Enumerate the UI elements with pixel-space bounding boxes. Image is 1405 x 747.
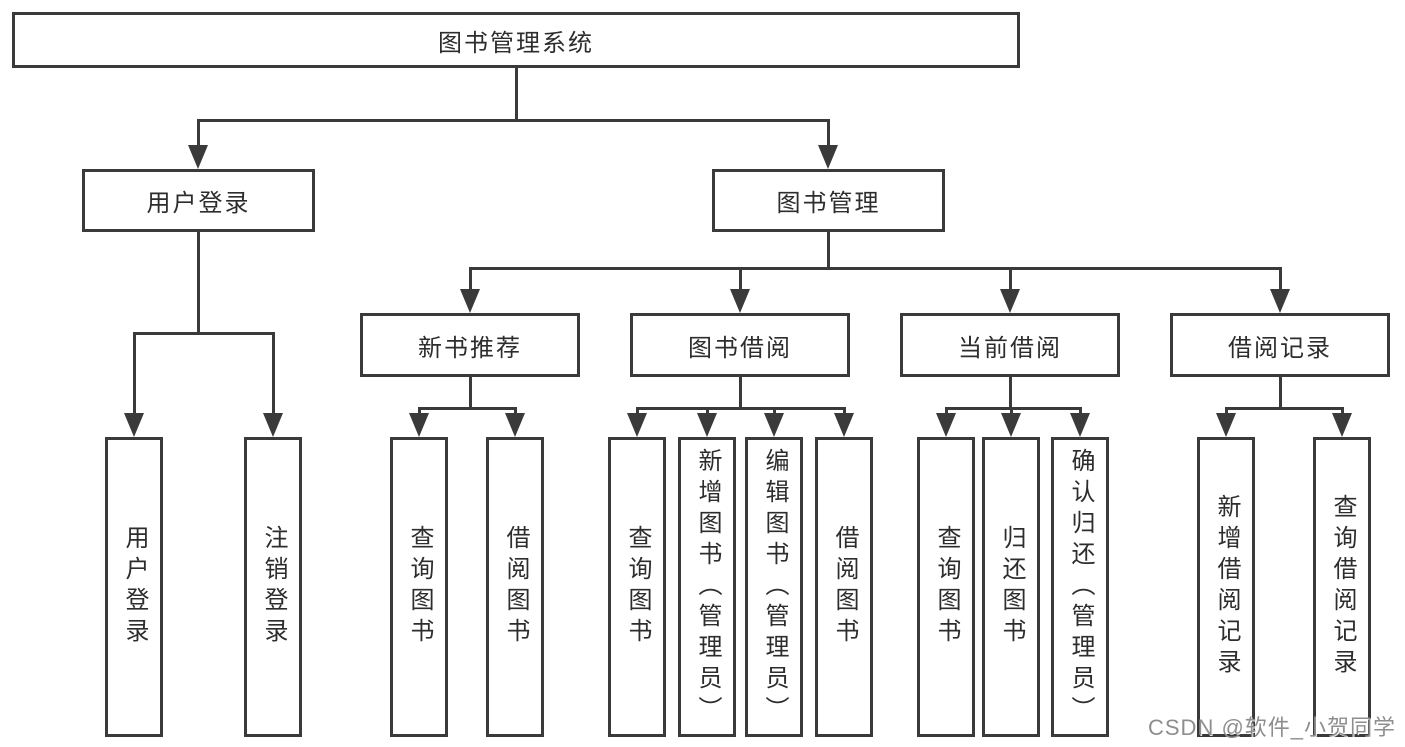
connector-line <box>739 267 742 291</box>
leaf-borrow-books: 借阅图书 <box>815 437 873 737</box>
leaf-query-books-current: 查询图书 <box>917 437 975 737</box>
connector-line <box>1009 377 1012 410</box>
leaf-user-login: 用户登录 <box>105 437 163 737</box>
arrow-down-icon <box>124 413 144 437</box>
connector-line <box>133 332 136 415</box>
leaf-add-borrow-record: 新增借阅记录 <box>1197 437 1255 737</box>
arrow-down-icon <box>1216 413 1236 437</box>
connector-line <box>418 407 421 417</box>
connector-line <box>514 407 517 417</box>
connector-line <box>1279 377 1282 410</box>
connector-line <box>197 232 200 334</box>
arrow-down-icon <box>818 145 838 169</box>
arrow-down-icon <box>627 413 647 437</box>
node-book-borrowing: 图书借阅 <box>630 313 850 377</box>
arrow-down-icon <box>505 413 525 437</box>
arrow-down-icon <box>188 145 208 169</box>
connector-line <box>827 119 830 147</box>
node-book-management: 图书管理 <box>712 169 945 232</box>
connector-line <box>197 119 830 122</box>
node-user-login: 用户登录 <box>82 169 315 232</box>
connector-line <box>706 407 709 417</box>
arrow-down-icon <box>1001 413 1021 437</box>
connector-line <box>636 407 639 417</box>
arrow-down-icon <box>1000 289 1020 313</box>
connector-line <box>418 407 517 410</box>
leaf-query-borrow-record: 查询借阅记录 <box>1313 437 1371 737</box>
arrow-down-icon <box>936 413 956 437</box>
connector-line <box>197 119 200 147</box>
leaf-confirm-return-admin: 确认归还（管理员） <box>1051 437 1109 737</box>
arrow-down-icon <box>834 413 854 437</box>
arrow-down-icon <box>409 413 429 437</box>
connector-line <box>272 332 275 415</box>
node-root: 图书管理系统 <box>12 12 1020 68</box>
node-borrow-records: 借阅记录 <box>1170 313 1390 377</box>
leaf-borrow-books-recommend: 借阅图书 <box>486 437 544 737</box>
connector-line <box>636 407 846 410</box>
node-current-borrowing: 当前借阅 <box>900 313 1120 377</box>
arrow-down-icon <box>1270 289 1290 313</box>
connector-line <box>1009 267 1012 291</box>
connector-line <box>945 407 948 417</box>
leaf-return-books: 归还图书 <box>982 437 1040 737</box>
csdn-watermark: CSDN @软件_小贺同学 <box>1148 715 1397 740</box>
connector-line <box>469 377 472 410</box>
arrow-down-icon <box>1332 413 1352 437</box>
connector-line <box>1279 267 1282 291</box>
leaf-query-books-recommend: 查询图书 <box>390 437 448 737</box>
arrow-down-icon <box>697 413 717 437</box>
connector-line <box>945 407 1082 410</box>
connector-line <box>1225 407 1228 417</box>
arrow-down-icon <box>460 289 480 313</box>
connector-line <box>843 407 846 417</box>
arrow-down-icon <box>764 413 784 437</box>
arrow-down-icon <box>263 413 283 437</box>
connector-line <box>773 407 776 417</box>
connector-line <box>1079 407 1082 417</box>
connector-line <box>469 267 472 291</box>
leaf-logout-login: 注销登录 <box>244 437 302 737</box>
connector-line <box>1225 407 1344 410</box>
leaf-add-books-admin: 新增图书（管理员） <box>678 437 736 737</box>
arrow-down-icon <box>730 289 750 313</box>
connector-line <box>133 332 275 335</box>
connector-line <box>827 232 830 270</box>
connector-line <box>515 68 518 121</box>
arrow-down-icon <box>1070 413 1090 437</box>
node-new-book-recommend: 新书推荐 <box>360 313 580 377</box>
leaf-edit-books-admin: 编辑图书（管理员） <box>745 437 803 737</box>
connector-line <box>739 377 742 410</box>
connector-line <box>1341 407 1344 417</box>
leaf-query-books-borrowing: 查询图书 <box>608 437 666 737</box>
connector-line <box>1010 407 1013 417</box>
connector-line <box>469 267 1282 270</box>
